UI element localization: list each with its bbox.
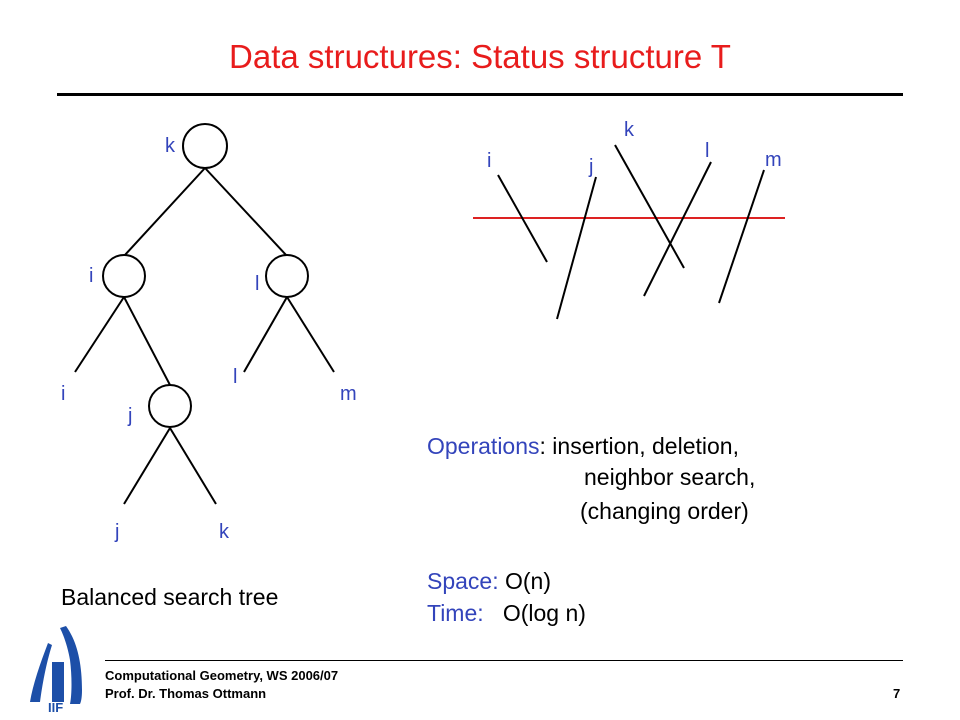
operations-line-1: Operations: insertion, deletion,: [427, 433, 739, 460]
time-value: O(log n): [502, 600, 586, 626]
tree-node-label-mid: j: [127, 405, 132, 427]
tree-edge: [204, 167, 288, 257]
tree-edge: [169, 427, 217, 505]
segment-i: [497, 174, 548, 263]
logo-swoosh-left: [30, 643, 52, 702]
page-number: 7: [893, 686, 901, 701]
tree-node-left: [102, 254, 146, 298]
slide-title: Data structures: Status structure T: [229, 38, 731, 75]
segment-j: [556, 176, 597, 320]
operations-line-2: neighbor search,: [584, 464, 756, 490]
space-line: Space: O(n): [427, 568, 551, 595]
tree-edge: [286, 296, 335, 373]
footer-author: Prof. Dr. Thomas Ottmann: [105, 686, 267, 701]
tree-node-root: [182, 123, 228, 169]
footer-divider: [105, 660, 903, 661]
tree-edge: [74, 296, 125, 373]
tree-node-label-left: i: [89, 265, 93, 287]
iif-logo: IIF: [30, 626, 82, 715]
search-tree: [74, 123, 335, 505]
tree-leaf-label-j: j: [114, 521, 119, 543]
logo-pillar: [52, 662, 64, 702]
segment-figure: i j k l m: [473, 119, 785, 320]
tree-node-right: [265, 254, 309, 298]
tree-leaf-label-l: l: [233, 366, 237, 388]
tree-edge: [123, 167, 206, 257]
tree-leaf-label-i: i: [61, 383, 65, 405]
logo-swoosh-right: [60, 626, 82, 704]
tree-node-label-root: k: [165, 135, 176, 157]
tree-caption: Balanced search tree: [61, 584, 279, 610]
time-line: Time: O(log n): [427, 600, 586, 627]
tree-edge: [123, 296, 171, 386]
tree-labels: k i l j i l m j k: [61, 135, 357, 543]
time-label: Time:: [427, 600, 484, 626]
tree-leaf-label-m: m: [340, 383, 357, 405]
space-label: Space:: [427, 568, 499, 594]
tree-edge: [243, 296, 288, 373]
tree-edge: [123, 427, 171, 505]
title-divider: [57, 93, 903, 96]
tree-node-label-right: l: [255, 273, 259, 295]
tree-leaf-label-k: k: [219, 521, 230, 543]
space-value: O(n): [505, 568, 551, 594]
segment-label-i: i: [487, 150, 491, 172]
operations-label: Operations: [427, 433, 540, 459]
operations-text-1: : insertion, deletion,: [539, 433, 739, 459]
segment-k: [614, 144, 685, 269]
operations-line-3: (changing order): [580, 498, 749, 524]
logo-text: IIF: [48, 700, 63, 715]
segment-label-k: k: [624, 119, 635, 141]
segment-label-j: j: [588, 156, 593, 178]
segment-m: [718, 169, 765, 304]
segment-l: [643, 161, 712, 297]
tree-node-mid: [148, 384, 192, 428]
segment-label-l: l: [705, 140, 709, 162]
footer-course: Computational Geometry, WS 2006/07: [105, 668, 339, 683]
segment-label-m: m: [765, 149, 782, 171]
